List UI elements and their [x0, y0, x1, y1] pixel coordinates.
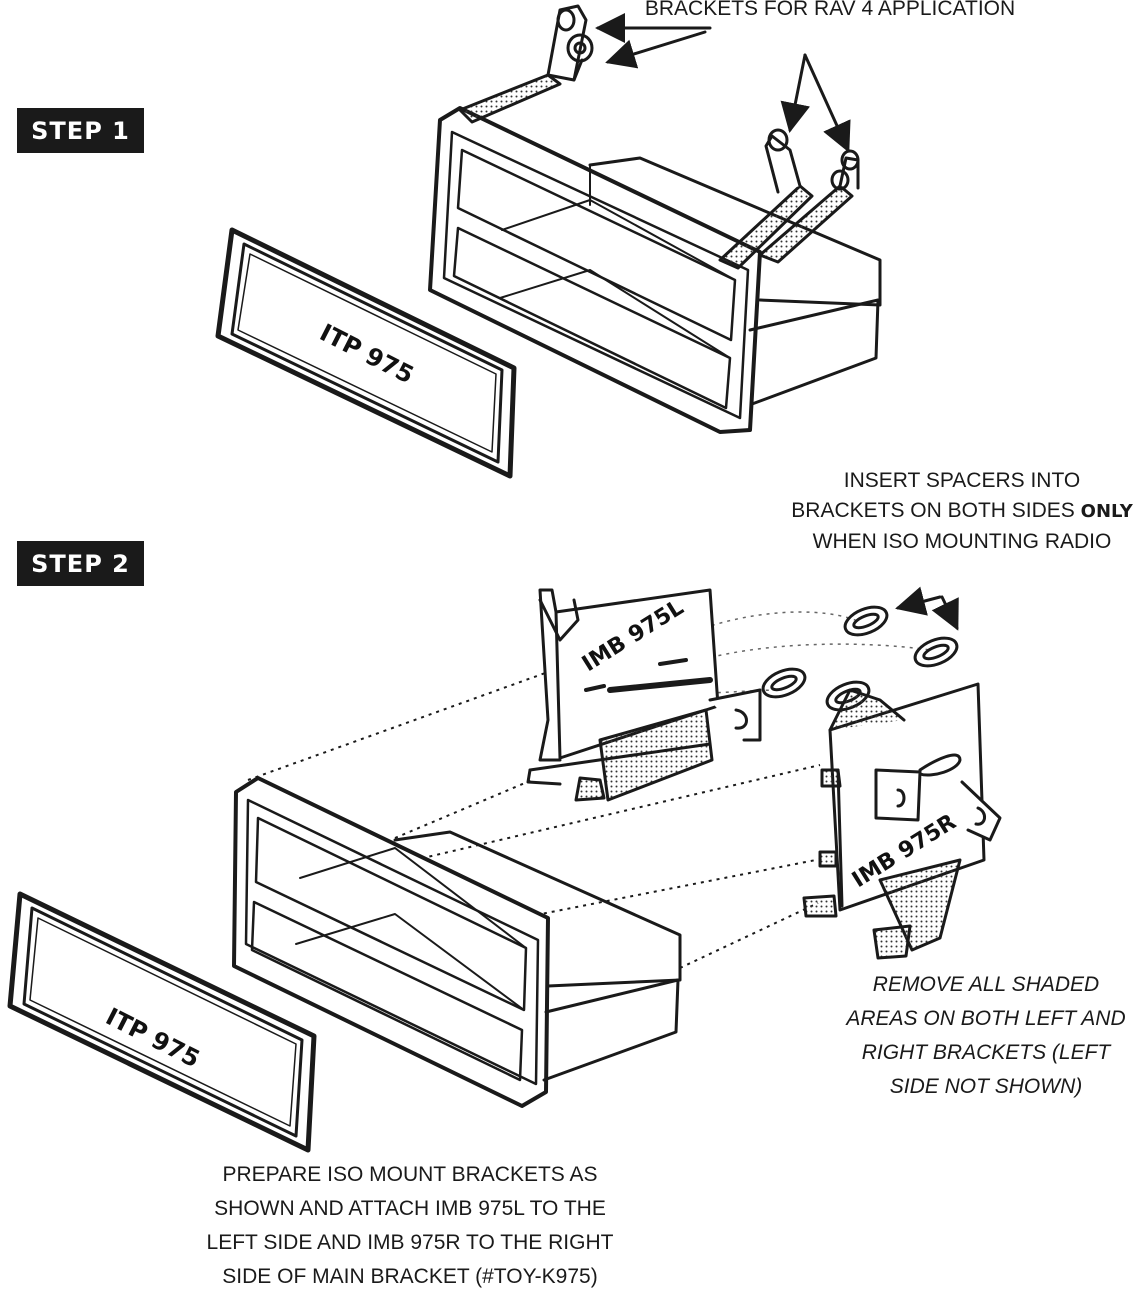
prepare-line-1: PREPARE ISO MOUNT BRACKETS AS: [222, 1163, 598, 1186]
prepare-line-2: SHOWN AND ATTACH IMB 975L TO THE: [214, 1197, 606, 1220]
spacer-instruction: INSERT SPACERS INTO BRACKETS ON BOTH SID…: [772, 466, 1148, 557]
shaded-areas-instruction: REMOVE ALL SHADED AREAS ON BOTH LEFT AND…: [836, 968, 1136, 1104]
spacer-line-3: WHEN ISO MOUNTING RADIO: [812, 530, 1112, 553]
shaded-line-4: SIDE NOT SHOWN): [889, 1075, 1083, 1098]
step1-callout-arrows: [595, 13, 851, 153]
shaded-line-1: REMOVE ALL SHADED: [872, 973, 1100, 996]
step2-bracket-left: [526, 588, 762, 802]
step2-trim-plate: [7, 891, 317, 1153]
prepare-line-3: LEFT SIDE AND IMB 975R TO THE RIGHT: [206, 1231, 614, 1254]
step-2-badge: STEP 2: [17, 541, 144, 586]
step1-trim-plate: [215, 227, 517, 479]
prepare-line-4: SIDE OF MAIN BRACKET (#TOY-K975): [222, 1265, 598, 1288]
prepare-brackets-instruction: PREPARE ISO MOUNT BRACKETS AS SHOWN AND …: [175, 1158, 645, 1294]
spacer-line-2-text: BRACKETS ON BOTH SIDES: [791, 499, 1081, 522]
step2-bracket-right: [802, 682, 1002, 960]
shaded-line-3: RIGHT BRACKETS (LEFT: [861, 1041, 1111, 1064]
step2-spacers: [761, 605, 959, 712]
spacer-line-2: BRACKETS ON BOTH SIDES ONLY: [772, 496, 1148, 527]
step2-spacer-arrows: [895, 586, 959, 631]
step-1-badge: STEP 1: [17, 108, 144, 153]
step1-main-bracket: [428, 106, 882, 434]
step2-main-bracket: [232, 776, 682, 1108]
spacer-line-1: INSERT SPACERS INTO: [843, 469, 1081, 492]
shaded-line-2: AREAS ON BOTH LEFT AND: [846, 1007, 1126, 1030]
rav4-bracket-caption-text: BRACKETS FOR RAV 4 APPLICATION: [644, 0, 1016, 20]
spacer-line-2-emphasis: ONLY: [1080, 501, 1133, 522]
step1-rav4-bracket-arms: [458, 4, 860, 270]
rav4-bracket-caption: BRACKETS FOR RAV 4 APPLICATION: [620, 0, 1040, 24]
